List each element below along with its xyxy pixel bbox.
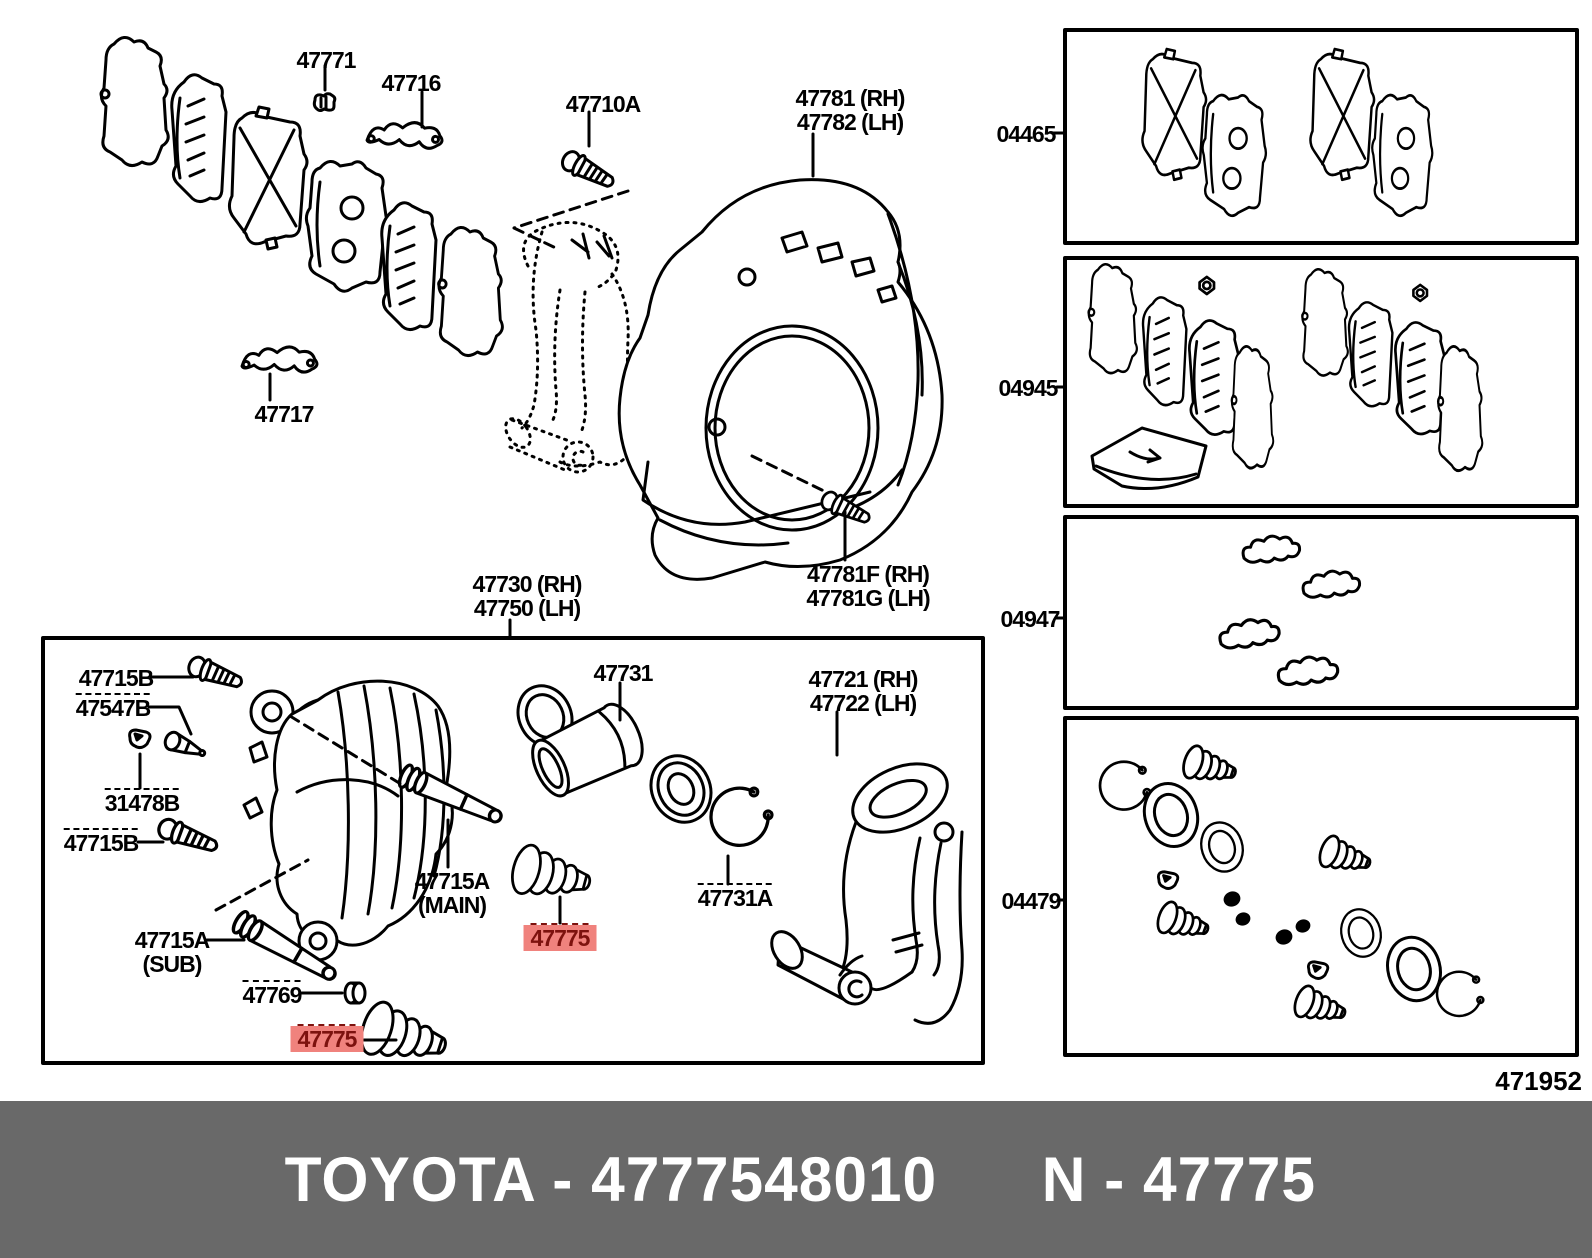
part-label-text: 47715B xyxy=(63,830,140,856)
part-label-text: 47717 xyxy=(254,401,315,427)
part-label-text: 47715A xyxy=(414,868,491,894)
diagram-number: 471952 xyxy=(1495,1066,1582,1096)
part-label-04465[interactable]: 04465 xyxy=(996,121,1057,147)
part-label-47715A-main[interactable]: 47715A(MAIN) xyxy=(414,868,491,918)
part-label-text: 47769 xyxy=(242,982,303,1008)
part-label-text: 47710A xyxy=(565,91,642,117)
part-label-text: 47775 xyxy=(530,925,591,951)
part-label-47710A[interactable]: 47710A xyxy=(565,91,642,117)
part-label-text: 47782 (LH) xyxy=(796,109,904,135)
part-label-text: 47775 xyxy=(297,1026,358,1052)
part-label-47715B-lower[interactable]: 47715B xyxy=(63,830,140,856)
part-label-text: 47781G (LH) xyxy=(806,585,930,611)
disc-dust-shield xyxy=(617,178,944,581)
part-label-47716[interactable]: 47716 xyxy=(381,70,442,96)
banner-n-code: N - 47775 xyxy=(1041,1144,1316,1215)
part-label-04947[interactable]: 04947 xyxy=(1000,606,1061,632)
part-label-47781F-47781G[interactable]: 47781F (RH)47781G (LH) xyxy=(806,561,930,611)
part-label-text: 04947 xyxy=(1000,606,1061,632)
assembly-dashed-lines xyxy=(512,189,828,494)
part-label-47721-47722[interactable]: 47721 (RH)47722 (LH) xyxy=(808,666,919,716)
kit-box-04947 xyxy=(1063,515,1579,710)
bottom-banner: TOYOTA - 4777548010 N - 47775 xyxy=(0,1101,1592,1258)
part-label-04945[interactable]: 04945 xyxy=(998,375,1059,401)
part-label-text: 47730 (RH) xyxy=(472,571,583,597)
part-label-47731A[interactable]: 47731A xyxy=(697,885,774,911)
part-label-47730-47750[interactable]: 47730 (RH)47750 (LH) xyxy=(472,571,583,621)
piston-dust-boot xyxy=(649,754,713,824)
caliper-body xyxy=(242,679,454,962)
exploded-parts-diagram xyxy=(41,28,1579,1078)
seal-kit-contents xyxy=(1098,741,1485,1033)
shim-kit-contents xyxy=(1087,262,1484,491)
grease-packet xyxy=(1090,426,1208,491)
caliper-piston xyxy=(531,702,644,798)
part-number-callouts: 47771 47716 47710A 47781 (RH)47782 (LH) 4771… xyxy=(63,47,1062,1052)
part-label-text: 47781 (RH) xyxy=(795,85,906,111)
banner-part-number: TOYOTA - 4777548010 xyxy=(284,1144,937,1215)
part-label-47775-upper[interactable]: 47775 xyxy=(523,925,597,951)
part-label-text: (MAIN) xyxy=(417,892,487,918)
part-label-text: 04465 xyxy=(996,121,1057,147)
part-label-text: 47715A xyxy=(134,927,211,953)
part-label-text: 31478B xyxy=(104,790,181,816)
kit-box-04945 xyxy=(1063,256,1579,508)
part-label-text: 47721 (RH) xyxy=(808,666,919,692)
caliper-bracket xyxy=(770,762,964,1025)
part-label-47715B-upper[interactable]: 47715B xyxy=(78,665,155,691)
kit-box-04465 xyxy=(1063,28,1579,245)
leader-lines xyxy=(136,64,1067,1042)
part-label-text: 47547B xyxy=(75,695,152,721)
part-label-47715A-sub[interactable]: 47715A(SUB) xyxy=(134,927,211,977)
assembly-dashed-lines xyxy=(214,714,406,912)
part-label-47731[interactable]: 47731 xyxy=(593,660,654,686)
part-label-31478B[interactable]: 31478B xyxy=(104,790,181,816)
part-label-04479[interactable]: 04479 xyxy=(1001,888,1062,914)
caliper-kit-box xyxy=(41,636,985,1065)
part-label-47771[interactable]: 47771 xyxy=(296,47,357,73)
kit-box-04479 xyxy=(1063,716,1579,1057)
part-label-text: 04479 xyxy=(1001,888,1062,914)
part-label-47781-47782[interactable]: 47781 (RH)47782 (LH) xyxy=(795,85,906,135)
part-label-text: (SUB) xyxy=(142,951,203,977)
part-label-text: 47716 xyxy=(381,70,442,96)
part-label-text: 47781F (RH) xyxy=(807,561,930,587)
part-label-47775-lower[interactable]: 47775 xyxy=(290,1026,364,1052)
torque-plate-hatch xyxy=(570,232,614,260)
part-label-47717[interactable]: 47717 xyxy=(254,401,315,427)
part-label-text: 04945 xyxy=(998,375,1059,401)
part-label-text: 47722 (LH) xyxy=(809,690,917,716)
part-label-47547B[interactable]: 47547B xyxy=(75,695,152,721)
part-label-text: 47731 xyxy=(593,660,654,686)
part-label-text: 47715B xyxy=(78,665,155,691)
part-label-text: 47750 (LH) xyxy=(473,595,581,621)
part-label-47769[interactable]: 47769 xyxy=(242,982,303,1008)
part-label-text: 47771 xyxy=(296,47,357,73)
part-label-text: 47731A xyxy=(697,885,774,911)
kit-boxes xyxy=(1063,28,1579,1057)
